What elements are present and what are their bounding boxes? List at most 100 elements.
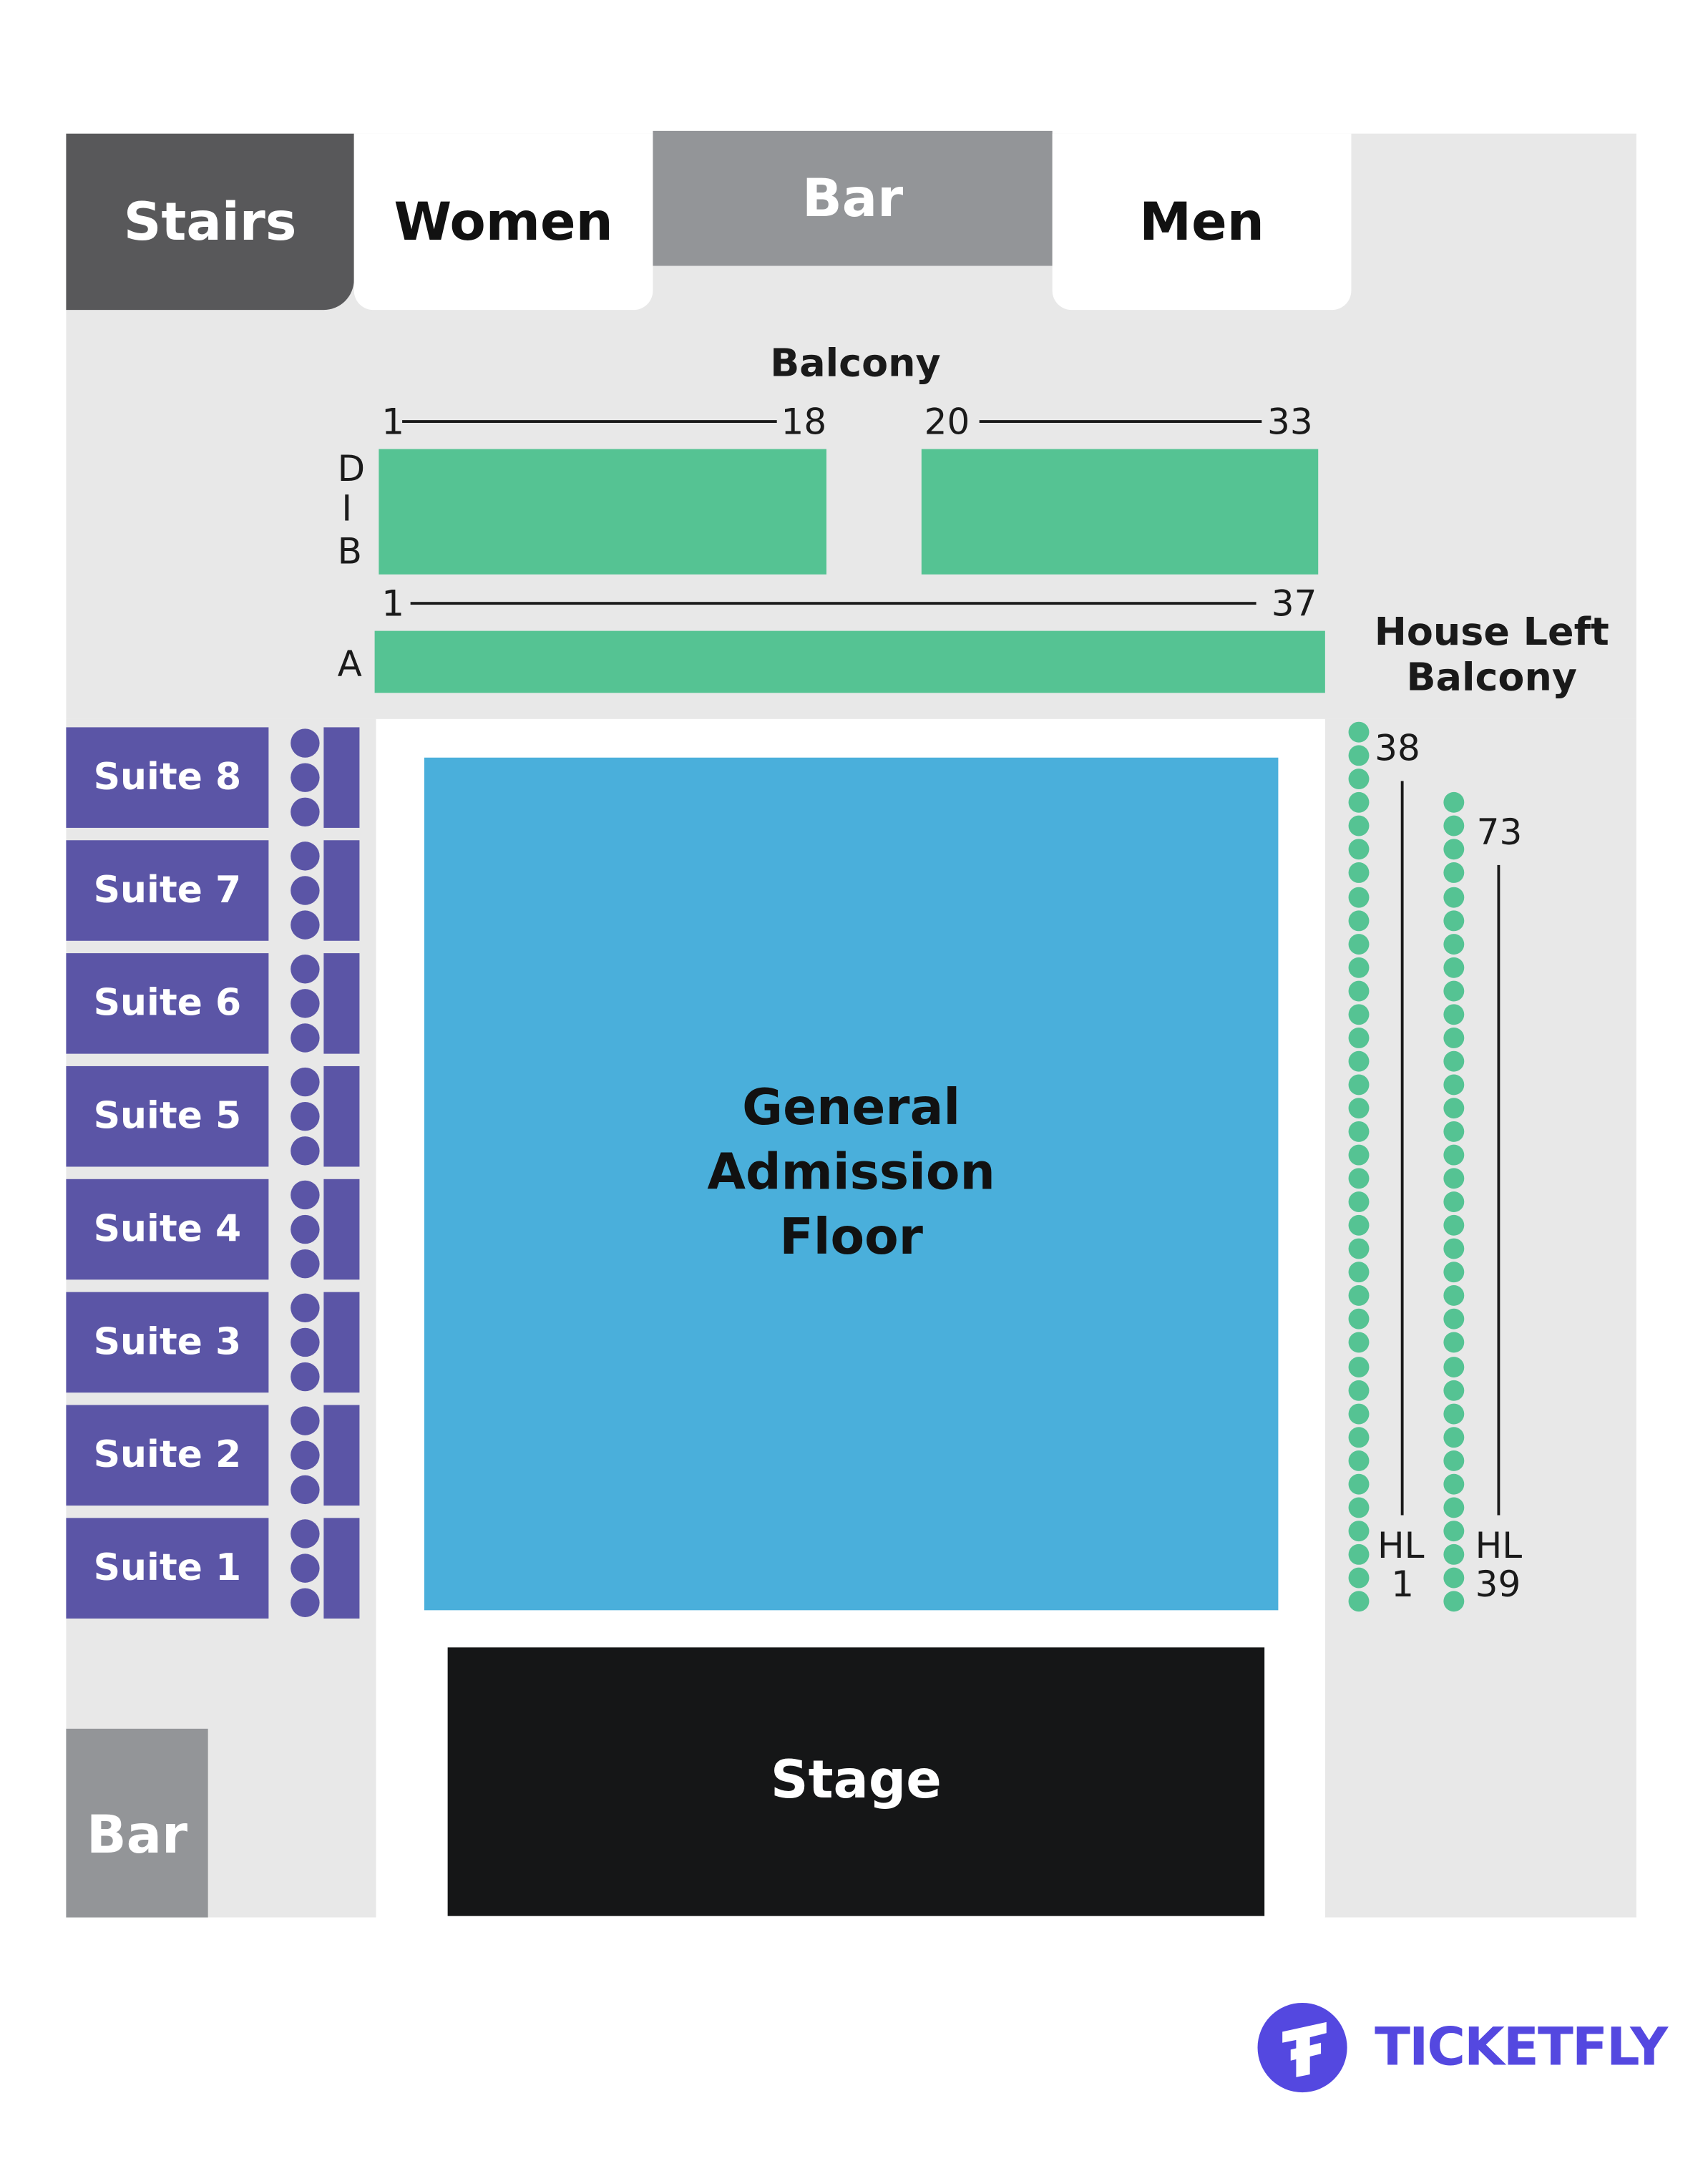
house-left-seat[interactable] [1443,1121,1465,1142]
suite-box[interactable]: Suite 6 [66,953,269,1054]
house-left-seat[interactable] [1443,862,1465,884]
house-left-seat[interactable] [1348,1215,1370,1236]
suite-box[interactable]: Suite 3 [66,1292,269,1393]
house-left-seat[interactable] [1348,769,1370,790]
suite-seat[interactable] [291,1553,320,1583]
house-left-seat[interactable] [1443,909,1465,931]
suite-seat[interactable] [291,955,320,984]
suite-seat[interactable] [291,989,320,1018]
suite-seat[interactable] [291,1362,320,1392]
house-left-seat[interactable] [1348,1379,1370,1400]
house-left-seat[interactable] [1348,1121,1370,1142]
house-left-seat[interactable] [1443,1567,1465,1589]
house-left-seat[interactable] [1348,1450,1370,1471]
house-left-seat[interactable] [1348,886,1370,907]
house-left-seat[interactable] [1348,862,1370,884]
house-left-seat[interactable] [1348,1309,1370,1330]
house-left-seat[interactable] [1443,980,1465,1001]
suite-seat[interactable] [291,1180,320,1210]
suite-seat[interactable] [291,1214,320,1244]
house-left-seat[interactable] [1348,1402,1370,1424]
suite-box[interactable]: Suite 5 [66,1065,269,1167]
house-left-seat[interactable] [1348,1050,1370,1072]
balcony-row-a[interactable] [374,630,1325,693]
house-left-seat[interactable] [1348,1497,1370,1518]
house-left-seat[interactable] [1443,1591,1465,1612]
house-left-seat[interactable] [1348,1520,1370,1541]
house-left-seat[interactable] [1443,1168,1465,1189]
house-left-seat[interactable] [1443,1332,1465,1354]
suite-box[interactable]: Suite 7 [66,840,269,941]
house-left-seat[interactable] [1443,1520,1465,1541]
suite-seat[interactable] [291,1067,320,1097]
suite-seat[interactable] [291,1475,320,1505]
house-left-seat[interactable] [1443,1262,1465,1283]
house-left-seat[interactable] [1348,909,1370,931]
house-left-seat[interactable] [1443,816,1465,837]
suite-seat[interactable] [291,1440,320,1470]
house-left-seat[interactable] [1348,1074,1370,1096]
house-left-seat[interactable] [1348,721,1370,743]
suite-seat[interactable] [291,910,320,940]
suite-seat[interactable] [291,1023,320,1053]
house-left-seat[interactable] [1443,933,1465,955]
house-left-seat[interactable] [1348,1356,1370,1377]
house-left-seat[interactable] [1443,1426,1465,1448]
house-left-seat[interactable] [1443,1285,1465,1307]
house-left-seat[interactable] [1443,1309,1465,1330]
house-left-seat[interactable] [1348,1473,1370,1495]
suite-box[interactable]: Suite 8 [66,727,269,828]
suite-seat[interactable] [291,876,320,905]
house-left-seat[interactable] [1348,1426,1370,1448]
house-left-seat[interactable] [1443,1473,1465,1495]
suite-seat[interactable] [291,1519,320,1548]
suite-seat[interactable] [291,1293,320,1322]
house-left-seat[interactable] [1443,839,1465,860]
balcony-section-db-left[interactable] [379,449,826,575]
house-left-seat[interactable] [1348,1027,1370,1048]
house-left-seat[interactable] [1443,1215,1465,1236]
suite-box[interactable]: Suite 4 [66,1179,269,1280]
house-left-seat[interactable] [1443,1497,1465,1518]
suite-seat[interactable] [291,728,320,758]
suite-seat[interactable] [291,841,320,871]
house-left-seat[interactable] [1443,1027,1465,1048]
house-left-seat[interactable] [1443,1191,1465,1213]
suite-seat[interactable] [291,1327,320,1357]
house-left-seat[interactable] [1348,1098,1370,1118]
suite-seat[interactable] [291,1249,320,1279]
house-left-seat[interactable] [1348,1262,1370,1283]
house-left-seat[interactable] [1443,886,1465,907]
suite-seat[interactable] [291,1136,320,1166]
house-left-seat[interactable] [1443,1450,1465,1471]
house-left-seat[interactable] [1348,792,1370,814]
suite-seat[interactable] [291,797,320,826]
house-left-seat[interactable] [1443,1003,1465,1025]
house-left-seat[interactable] [1348,1239,1370,1259]
house-left-seat[interactable] [1348,1003,1370,1025]
house-left-seat[interactable] [1443,1074,1465,1096]
house-left-seat[interactable] [1443,1098,1465,1118]
suite-box[interactable]: Suite 1 [66,1518,269,1619]
general-admission-floor[interactable]: General Admission Floor [424,757,1279,1611]
suite-box[interactable]: Suite 2 [66,1405,269,1506]
house-left-seat[interactable] [1443,792,1465,814]
house-left-seat[interactable] [1443,1379,1465,1400]
house-left-seat[interactable] [1348,933,1370,955]
house-left-seat[interactable] [1348,1567,1370,1589]
house-left-seat[interactable] [1348,1543,1370,1565]
house-left-seat[interactable] [1348,839,1370,860]
house-left-seat[interactable] [1348,957,1370,978]
house-left-seat[interactable] [1348,1332,1370,1354]
house-left-seat[interactable] [1443,1402,1465,1424]
suite-seat[interactable] [291,1588,320,1617]
house-left-seat[interactable] [1443,1543,1465,1565]
house-left-seat[interactable] [1348,1168,1370,1189]
house-left-seat[interactable] [1443,1144,1465,1166]
house-left-seat[interactable] [1348,816,1370,837]
suite-seat[interactable] [291,1102,320,1131]
house-left-seat[interactable] [1443,1356,1465,1377]
house-left-seat[interactable] [1348,745,1370,766]
house-left-seat[interactable] [1348,1591,1370,1612]
house-left-seat[interactable] [1348,1144,1370,1166]
